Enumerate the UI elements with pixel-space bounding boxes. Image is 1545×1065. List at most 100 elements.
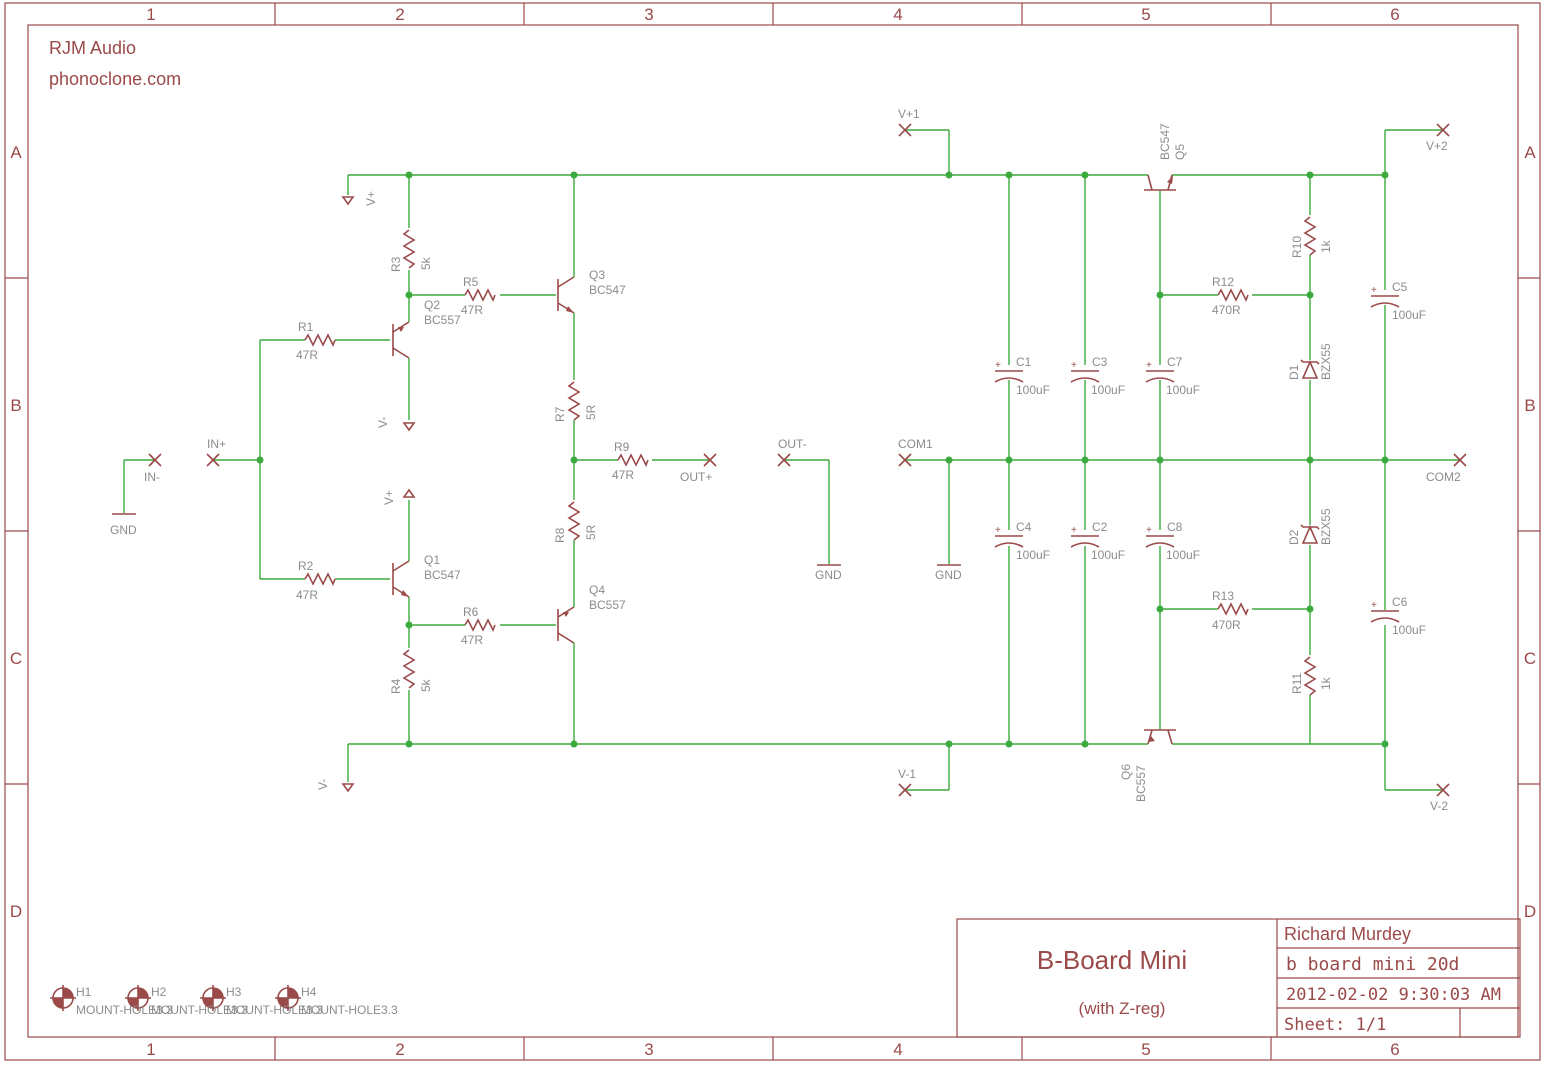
zener-d2-icon xyxy=(1300,524,1320,544)
supply-symbols: V+ V- V+ V- GND GND GND xyxy=(110,191,962,793)
resistor-r4-icon xyxy=(402,649,416,689)
junction xyxy=(945,456,953,464)
component-name: Q5 xyxy=(1173,144,1187,160)
resistor-r1-icon xyxy=(304,333,336,347)
mount-holes: H1 MOUNT-HOLE3.3 H2 MOUNT-HOLE3.3 H3 MOU… xyxy=(50,985,398,1017)
component-name: R3 xyxy=(389,256,403,272)
junction xyxy=(570,171,578,179)
sheet-number: Sheet: 1/1 xyxy=(1284,1015,1386,1035)
component-name: H3 xyxy=(226,985,242,999)
column-label: 5 xyxy=(1141,5,1150,24)
connector-labels: IN- IN+ OUT+ OUT- COM1 COM2 V+1 V-1 V+2 … xyxy=(144,107,1461,813)
component-value: MOUNT-HOLE3.3 xyxy=(226,1003,323,1017)
supply-down-icon xyxy=(341,196,355,206)
component-name: D2 xyxy=(1287,529,1301,545)
junction xyxy=(405,740,413,748)
svg-text:+: + xyxy=(995,360,1001,371)
supply-down-icon xyxy=(341,783,355,793)
junction xyxy=(1005,171,1013,179)
row-label: B xyxy=(1524,396,1535,415)
component-value: MOUNT-HOLE3.3 xyxy=(151,1003,248,1017)
component-value: 47R xyxy=(296,348,318,362)
svg-text:+: + xyxy=(1071,525,1077,536)
zener-d1-icon xyxy=(1300,359,1320,379)
resistor-r6-icon xyxy=(464,618,496,632)
row-label: C xyxy=(10,649,22,668)
column-label: 6 xyxy=(1390,5,1399,24)
connector-com1-icon xyxy=(898,453,912,467)
net-label: IN+ xyxy=(207,437,226,451)
wires xyxy=(123,129,1460,791)
capacitor-c3-icon: + xyxy=(1070,360,1100,383)
column-label: 1 xyxy=(146,5,155,24)
component-name: C3 xyxy=(1092,355,1108,369)
net-label: V+ xyxy=(364,191,378,206)
junction xyxy=(1306,291,1314,299)
svg-text:+: + xyxy=(1371,285,1377,296)
supply-up-icon xyxy=(402,488,416,498)
component-value: MOUNT-HOLE3.3 xyxy=(301,1003,398,1017)
component-name: Q3 xyxy=(589,268,605,282)
component-value: 1k xyxy=(1319,239,1333,253)
connector-out-minus-icon xyxy=(777,453,791,467)
transistor-labels: Q2 BC557 Q1 BC547 Q3 BC547 Q4 BC557 BC54… xyxy=(424,123,1187,802)
resistor-r5-icon xyxy=(464,288,496,302)
component-value: 470R xyxy=(1212,303,1241,317)
component-value: 100uF xyxy=(1166,548,1200,562)
component-name: H2 xyxy=(151,985,167,999)
component-name: H4 xyxy=(301,985,317,999)
column-label: 6 xyxy=(1390,1040,1399,1059)
column-labels-bottom: 1 2 3 4 5 6 xyxy=(146,1040,1399,1059)
component-value: 470R xyxy=(1212,618,1241,632)
capacitor-c8-icon: + xyxy=(1145,525,1175,548)
title-block: B-Board Mini (with Z-reg) Richard Murdey… xyxy=(956,918,1521,1038)
component-name: R7 xyxy=(553,406,567,422)
capacitor-c7-icon: + xyxy=(1145,360,1175,383)
junction xyxy=(1306,171,1314,179)
component-name: Q4 xyxy=(589,583,605,597)
diodes xyxy=(1300,359,1320,544)
component-name: R5 xyxy=(463,275,479,289)
component-value: BC557 xyxy=(424,313,461,327)
component-value: 5k xyxy=(419,678,433,692)
net-label: V+1 xyxy=(898,107,920,121)
component-name: R1 xyxy=(298,320,314,334)
resistor-r2-icon xyxy=(304,572,336,586)
net-label: V+ xyxy=(382,490,396,505)
resistors xyxy=(304,216,1317,696)
net-label: GND xyxy=(110,523,137,537)
net-label: OUT- xyxy=(778,437,807,451)
capacitor-labels: C1 100uF C3 100uF C7 100uF C4 100uF C2 1… xyxy=(1016,280,1426,637)
component-name: R11 xyxy=(1290,673,1304,694)
column-label: 2 xyxy=(395,5,404,24)
column-label: 3 xyxy=(644,1040,653,1059)
component-name: R8 xyxy=(553,527,567,543)
net-label: COM2 xyxy=(1426,470,1461,484)
transistor-q6-icon xyxy=(1144,729,1176,745)
net-label: IN- xyxy=(144,470,160,484)
transistors xyxy=(392,174,1176,745)
component-value: 100uF xyxy=(1016,383,1050,397)
transistor-q3-icon xyxy=(557,276,575,314)
component-name: R10 xyxy=(1290,236,1304,258)
component-name: C4 xyxy=(1016,520,1032,534)
row-label: C xyxy=(1524,649,1536,668)
junctions xyxy=(256,171,1389,748)
component-value: 5k xyxy=(419,256,433,270)
component-value: 100uF xyxy=(1016,548,1050,562)
component-value: 5R xyxy=(584,404,598,420)
column-label: 4 xyxy=(893,1040,902,1059)
resistor-r13-icon xyxy=(1217,602,1249,616)
junction xyxy=(1081,456,1089,464)
author: Richard Murdey xyxy=(1284,924,1411,944)
component-name: R12 xyxy=(1212,275,1234,289)
junction xyxy=(1005,456,1013,464)
net-label: GND xyxy=(815,568,842,582)
component-value: BZX55 xyxy=(1319,343,1333,380)
junction xyxy=(570,740,578,748)
junction xyxy=(256,456,264,464)
component-name: H1 xyxy=(76,985,92,999)
net-label: V- xyxy=(316,779,330,790)
row-label: A xyxy=(1524,143,1536,162)
resistor-r3-icon xyxy=(402,229,416,269)
